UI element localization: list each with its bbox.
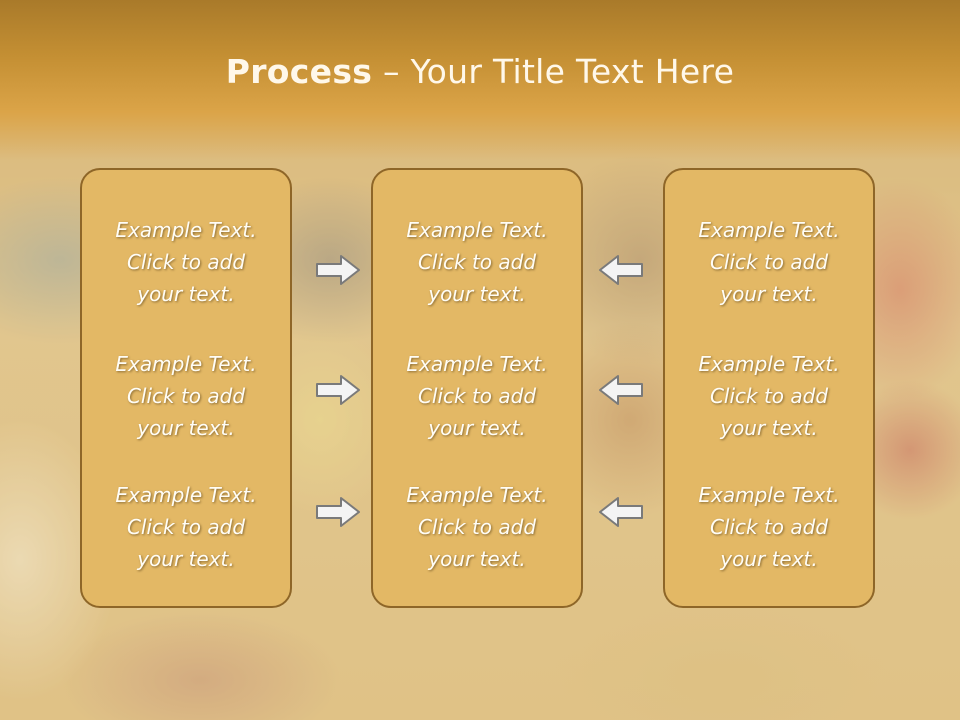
text-line: your text.: [720, 416, 818, 440]
text-box-middle[interactable]: Example Text. Click to add your text. Ex…: [371, 168, 583, 608]
text-line: your text.: [137, 282, 235, 306]
text-item[interactable]: Example Text. Click to add your text.: [373, 214, 581, 310]
text-line: your text.: [720, 282, 818, 306]
title-band: [0, 0, 960, 160]
text-line: Click to add: [709, 384, 829, 408]
text-line: Example Text.: [115, 352, 257, 376]
text-line: Example Text.: [698, 352, 840, 376]
text-box-left[interactable]: Example Text. Click to add your text. Ex…: [80, 168, 292, 608]
text-item[interactable]: Example Text. Click to add your text.: [665, 348, 873, 444]
text-item[interactable]: Example Text. Click to add your text.: [82, 479, 290, 575]
text-line: your text.: [428, 416, 526, 440]
text-line: Example Text.: [406, 218, 548, 242]
right-arrow-icon: [315, 373, 361, 407]
text-line: your text.: [428, 282, 526, 306]
text-line: your text.: [137, 547, 235, 571]
text-item[interactable]: Example Text. Click to add your text.: [82, 348, 290, 444]
text-line: Click to add: [126, 384, 246, 408]
text-line: your text.: [137, 416, 235, 440]
title-bold: Process: [225, 52, 373, 91]
text-box-right[interactable]: Example Text. Click to add your text. Ex…: [663, 168, 875, 608]
text-line: your text.: [720, 547, 818, 571]
text-item[interactable]: Example Text. Click to add your text.: [373, 348, 581, 444]
left-arrow-icon: [598, 495, 644, 529]
text-line: Click to add: [126, 515, 246, 539]
slide-title[interactable]: Process – Your Title Text Here: [0, 52, 960, 91]
left-arrow-icon: [598, 253, 644, 287]
text-line: Example Text.: [406, 352, 548, 376]
text-item[interactable]: Example Text. Click to add your text.: [665, 214, 873, 310]
text-item[interactable]: Example Text. Click to add your text.: [373, 479, 581, 575]
right-arrow-icon: [315, 495, 361, 529]
text-line: Click to add: [126, 250, 246, 274]
text-item[interactable]: Example Text. Click to add your text.: [665, 479, 873, 575]
title-rest: – Your Title Text Here: [372, 52, 735, 91]
text-line: Example Text.: [406, 483, 548, 507]
text-line: Example Text.: [698, 218, 840, 242]
text-item[interactable]: Example Text. Click to add your text.: [82, 214, 290, 310]
text-line: Click to add: [417, 250, 537, 274]
text-line: Click to add: [709, 515, 829, 539]
text-line: Click to add: [709, 250, 829, 274]
text-line: Example Text.: [698, 483, 840, 507]
text-line: Click to add: [417, 515, 537, 539]
left-arrow-icon: [598, 373, 644, 407]
text-line: your text.: [428, 547, 526, 571]
text-line: Click to add: [417, 384, 537, 408]
text-line: Example Text.: [115, 218, 257, 242]
text-line: Example Text.: [115, 483, 257, 507]
right-arrow-icon: [315, 253, 361, 287]
